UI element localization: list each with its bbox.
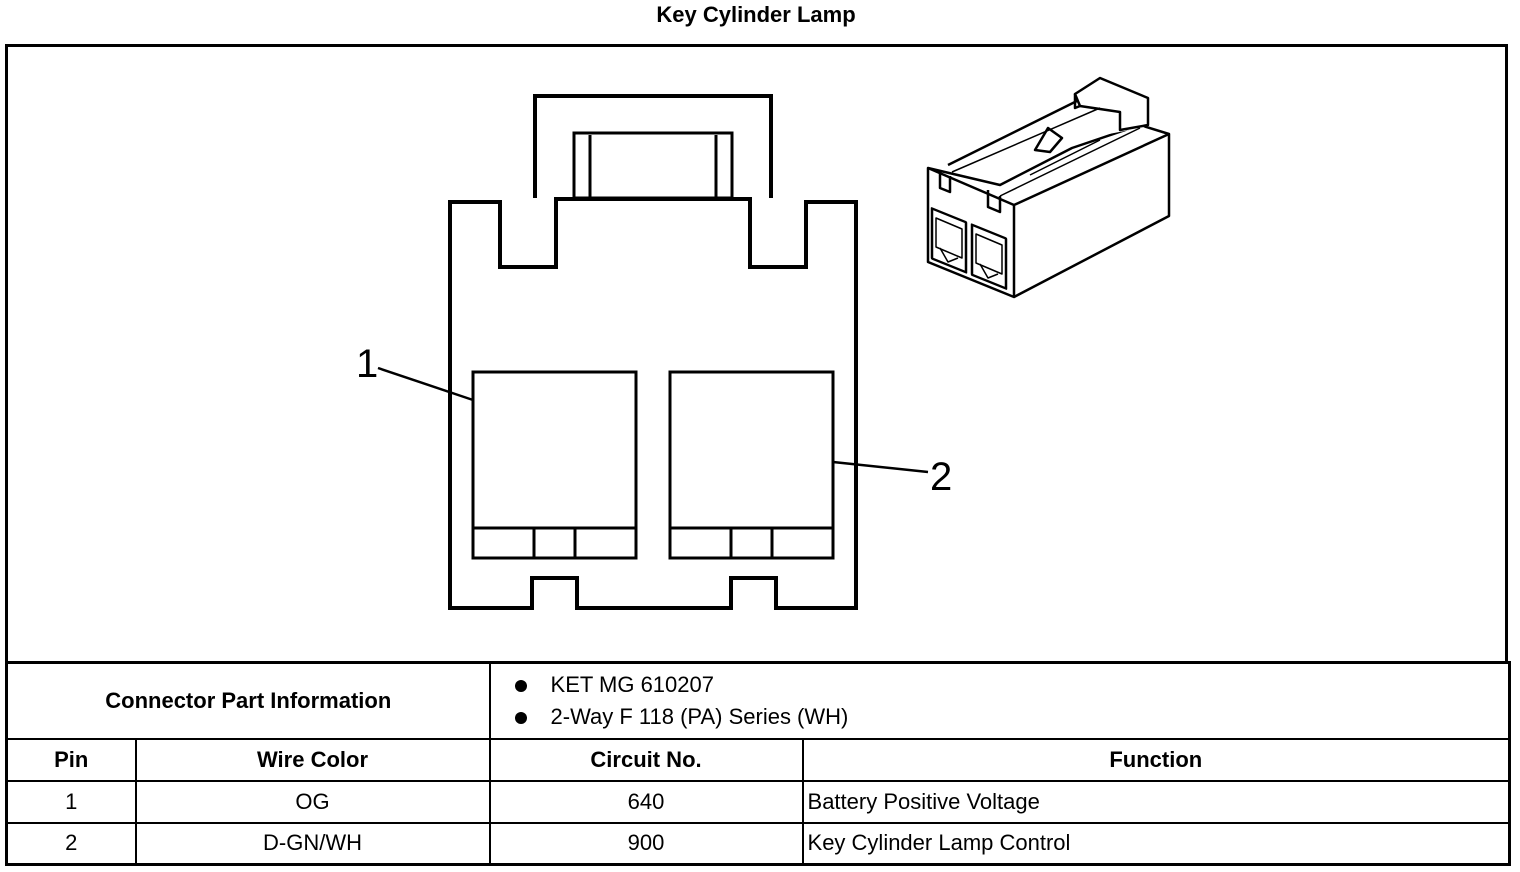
cell-function: Key Cylinder Lamp Control: [801, 821, 1511, 866]
header-function: Function: [801, 737, 1511, 782]
header-pin: Pin: [5, 737, 137, 782]
cell-wire-color: D-GN/WH: [134, 821, 491, 866]
pin-1-leader: [377, 366, 474, 402]
connector-part-info-label: Connector Part Information: [5, 661, 491, 740]
header-wire-color: Wire Color: [134, 737, 491, 782]
pin-2-leader: [832, 460, 929, 474]
table-header-row: Pin Wire Color Circuit No. Function: [5, 737, 1511, 782]
connector-part-info-row: Connector Part Information KET MG 610207…: [5, 661, 1511, 740]
pin-1-cavity: [471, 370, 638, 560]
table-row: 1 OG 640 Battery Positive Voltage: [5, 779, 1511, 824]
pin-2-cavity: [668, 370, 835, 560]
header-circuit-no: Circuit No.: [488, 737, 804, 782]
cell-pin: 2: [5, 821, 137, 866]
page-title: Key Cylinder Lamp: [656, 2, 856, 27]
cell-wire-color: OG: [134, 779, 491, 824]
pinout-table: Connector Part Information KET MG 610207…: [5, 661, 1512, 866]
connector-body-outline: [448, 197, 858, 610]
connector-diagram: [377, 76, 1171, 610]
connector-part-info-list: KET MG 610207 2-Way F 118 (PA) Series (W…: [488, 661, 1511, 740]
cell-pin: 1: [5, 779, 137, 824]
latch-window: [572, 131, 734, 200]
part-number-item: KET MG 610207: [514, 669, 1505, 701]
part-series-item: 2-Way F 118 (PA) Series (WH): [514, 701, 1505, 733]
diagram-frame: [5, 44, 1508, 664]
pin-1-callout: 1: [356, 342, 379, 386]
connector-latch: [533, 94, 773, 198]
pin-2-callout: 2: [930, 455, 953, 499]
connector-isometric-icon: [926, 76, 1171, 299]
table-row: 2 D-GN/WH 900 Key Cylinder Lamp Control: [5, 821, 1511, 866]
cell-circuit-no: 900: [488, 821, 804, 866]
cell-circuit-no: 640: [488, 779, 804, 824]
cell-function: Battery Positive Voltage: [801, 779, 1511, 824]
